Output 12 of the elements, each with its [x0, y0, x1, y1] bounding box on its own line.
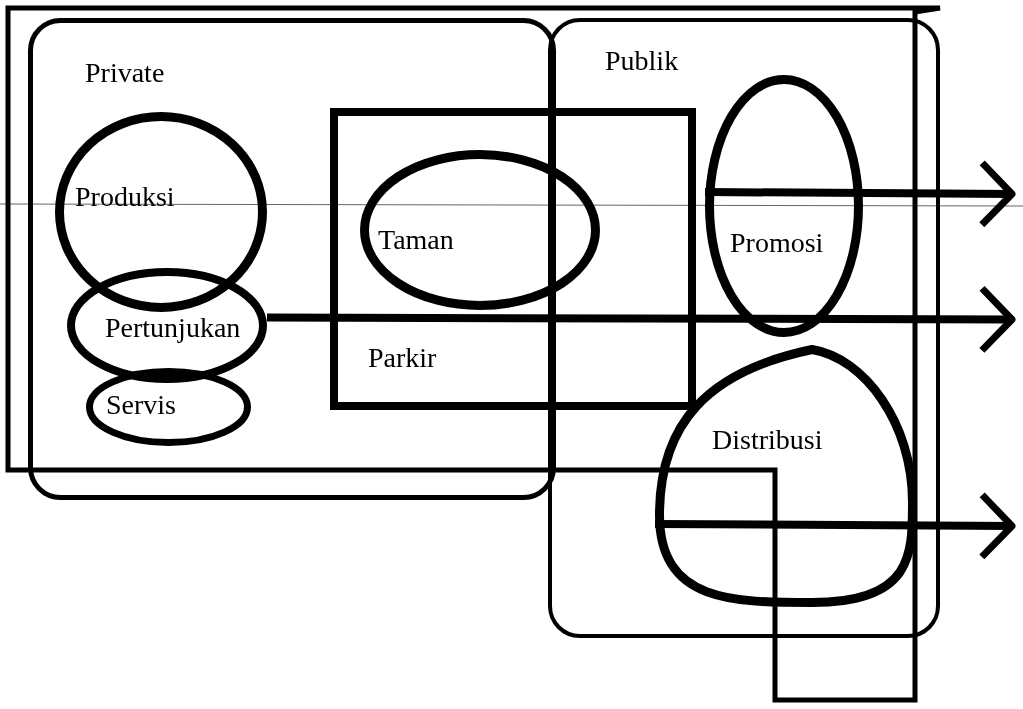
- area-label: Publik: [605, 46, 679, 77]
- area-label: Private: [85, 58, 165, 89]
- arrow: [267, 284, 1016, 354]
- area-label: Servis: [106, 390, 176, 421]
- area-label: Produksi: [75, 182, 175, 213]
- area-label: Taman: [378, 225, 454, 256]
- area-label: Distribusi: [712, 425, 823, 456]
- area-label: Promosi: [730, 228, 824, 259]
- arrow: [704, 159, 1016, 229]
- area-label: Pertunjukan: [105, 313, 241, 344]
- arrow: [654, 491, 1016, 561]
- area-label: Parkir: [368, 343, 437, 374]
